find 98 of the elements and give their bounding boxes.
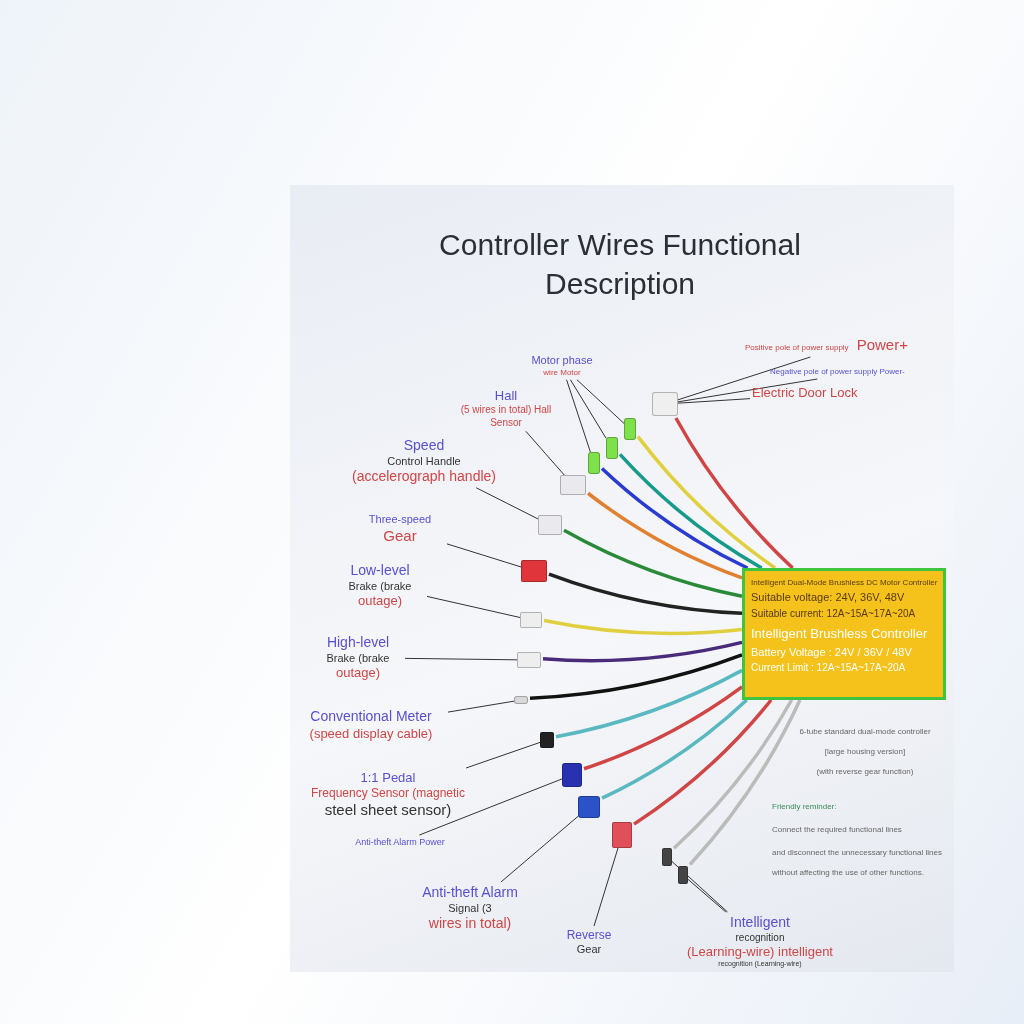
callout-text: outage) [356,593,404,610]
note-text: [large housing version] [823,747,907,756]
callout-text: Gear [382,526,418,546]
leader-line [593,847,619,927]
leader-line [500,815,579,883]
callout-text: Conventional Meter [309,708,433,726]
bullet-connector [588,452,600,474]
plug-connector [521,560,547,582]
plug-connector [652,392,678,416]
plug-connector [560,475,586,495]
label-text: Suitable current: 12A~15A~17A~20A [751,607,917,621]
callout-text: (Learning-wire) intelligent [686,944,834,961]
wire-bundle [563,528,743,598]
plug-connector [678,866,688,884]
callout-text: Frequency Sensor (magnetic [309,786,467,802]
callout-text: (accelerograph handle) [351,468,497,486]
wire-bundle [674,417,794,570]
label-text: Intelligent Dual-Mode Brushless DC Motor Controller [751,578,937,588]
callout-text: Gear [575,943,603,957]
callout-text: (speed display cable) [308,725,434,742]
bullet-connector [624,418,636,440]
plug-connector [562,763,582,787]
leader-line [447,700,515,713]
note-text: and disconnect the unnecessary functional lines [772,848,942,857]
wire-bundle [543,618,743,636]
bullet-connector [514,696,528,704]
note-text: Connect the required functional lines [772,825,902,834]
plug-connector [520,612,542,628]
leader-line [446,543,522,568]
callout-text: steel sheet sensor) [323,801,453,820]
plug-connector [538,515,562,535]
leader-line [465,741,541,769]
title: Controller Wires Functional Description [438,227,802,302]
wire-bundle [618,453,763,570]
callout-text: Three-speed [367,513,433,527]
plug-connector [662,848,672,866]
callout-text: Negative pole of power supply Power- [770,367,906,377]
callout-text: Signal (3 [447,901,493,916]
leader-line [687,878,727,913]
leader-line [677,356,811,401]
note-text: Friendly reminder: [772,802,837,811]
label-text: Current Limit : 12A~15A~17A~20A [751,662,907,675]
note-text: without affecting the use of other functions. [772,868,924,877]
wire-bundle [542,640,743,663]
callout-text: Speed [402,437,446,455]
bullet-connector [606,437,618,459]
wire-bundle [586,491,743,580]
callout-text: outage) [334,665,382,682]
callout-text: (5 wires in total) Hall Sensor [460,404,552,430]
leader-line [525,430,565,476]
callout-text: Intelligent [729,914,791,932]
callout-text: Motor phase [530,354,594,368]
leader-line [475,487,539,520]
wire-bundle [601,698,748,800]
plug-connector [540,732,554,748]
wire-bundle [583,685,744,771]
callout-text: Brake (brake [347,579,413,594]
wire-bundle [633,698,773,826]
leader-line [404,657,518,661]
callout-text: Hall [493,388,519,405]
label-text: Battery Voltage : 24V / 36V / 48V [751,645,913,660]
callout-text: Control Handle [386,454,462,469]
wire-bundle [548,572,743,615]
leader-line [576,379,625,424]
callout-text: 1:1 Pedal [359,770,417,787]
leader-line [677,398,751,404]
wire-bundle [555,668,743,739]
plug-connector [578,796,600,818]
wire-bundle [672,699,794,850]
callout-text: Anti-theft Alarm Power [354,837,446,849]
wire-bundle [600,467,749,570]
plug-connector [612,822,632,848]
callout-text: Low-level [349,562,411,580]
leader-line [418,778,563,836]
label-text: Intelligent Brushless Controller [751,626,929,643]
note-text: (with reverse gear function) [815,767,915,776]
callout-text: wire Motor [542,367,582,378]
wire-bundle [636,435,777,570]
leader-line [569,379,607,439]
leader-line [671,861,729,913]
callout-text: Anti-theft Alarm [421,884,519,902]
callout-text: wires in total) [427,915,513,933]
callout-text: Reverse [565,928,613,943]
callout-text: Electric Door Lock [752,385,859,402]
wire-bundle [529,653,743,700]
callout-text: recognition [734,931,786,944]
callout-text: Power+ [856,336,908,353]
leader-line [566,379,591,453]
callout-text: Positive pole of power supply [745,343,849,352]
note-text: 6-tube standard dual-mode controller [798,727,932,736]
label-text: Suitable voltage: 24V, 36V, 48V [751,591,906,605]
leader-line [677,378,818,403]
wire-bundle [688,699,802,866]
controller-label-panel [742,568,946,700]
callout-text: High-level [325,634,391,652]
callout-text: Brake (brake [325,651,391,666]
plug-connector [517,652,541,668]
leader-line [426,595,521,618]
